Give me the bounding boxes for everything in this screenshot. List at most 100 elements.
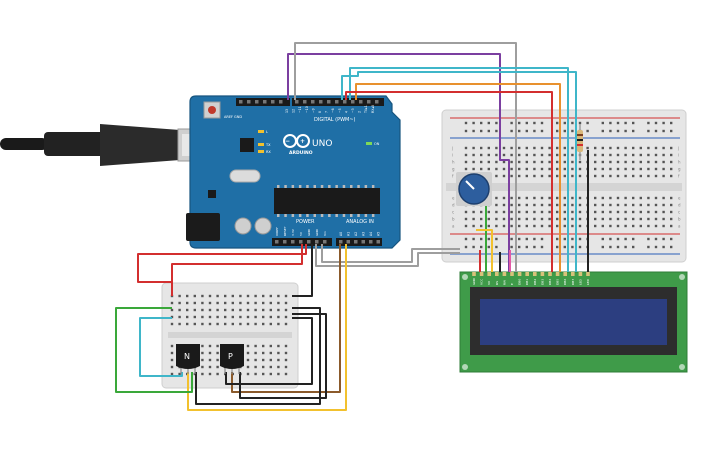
mini-breadboard-hole bbox=[277, 351, 280, 355]
lcd-pin[interactable] bbox=[510, 272, 514, 276]
breadboard-hole bbox=[518, 203, 521, 207]
rail-hole bbox=[624, 121, 627, 125]
breadboard-hole bbox=[632, 196, 635, 200]
mini-breadboard-hole bbox=[239, 294, 242, 298]
header-pin[interactable] bbox=[319, 100, 323, 104]
lcd-pin[interactable] bbox=[533, 272, 537, 276]
mini-breadboard-hole bbox=[231, 294, 234, 298]
breadboard-hole bbox=[654, 146, 658, 150]
mini-breadboard-hole bbox=[208, 308, 212, 312]
power-pin[interactable] bbox=[291, 240, 295, 244]
header-pin[interactable] bbox=[295, 100, 299, 104]
header-pin[interactable] bbox=[335, 100, 339, 104]
analog-pin[interactable] bbox=[361, 240, 366, 244]
power-pin[interactable] bbox=[323, 240, 327, 244]
breadboard-hole bbox=[616, 160, 620, 164]
breadboard-hole bbox=[654, 217, 658, 221]
breadboard-hole bbox=[624, 224, 627, 228]
breadboard-hole bbox=[609, 196, 612, 200]
breadboard-hole bbox=[563, 160, 566, 164]
power-pin[interactable] bbox=[299, 240, 303, 244]
power-pin[interactable] bbox=[283, 240, 287, 244]
breadboard-hole bbox=[639, 196, 642, 200]
power-pin[interactable] bbox=[315, 240, 319, 244]
breadboard-hole bbox=[502, 203, 506, 207]
rail-hole bbox=[654, 237, 658, 241]
lcd-pin[interactable] bbox=[487, 272, 491, 276]
breadboard-hole bbox=[548, 210, 551, 214]
chip-leg bbox=[313, 185, 316, 188]
lcd-pin[interactable] bbox=[479, 272, 484, 276]
breadboard-hole bbox=[525, 174, 528, 178]
analog-pin[interactable] bbox=[354, 240, 358, 244]
mini-breadboard-hole bbox=[216, 344, 219, 348]
row-letter: c bbox=[678, 210, 680, 215]
breadboard-hole bbox=[502, 153, 506, 157]
breadboard-hole bbox=[647, 160, 650, 164]
header-pin[interactable] bbox=[359, 100, 363, 104]
header-pin[interactable] bbox=[367, 100, 371, 104]
lcd-pin[interactable] bbox=[525, 272, 529, 276]
breadboard-hole bbox=[654, 167, 658, 171]
rail-hole bbox=[586, 121, 589, 125]
wire-black-gnd-mini bbox=[292, 244, 313, 297]
breadboard-hole bbox=[518, 146, 521, 150]
header-pin[interactable] bbox=[271, 100, 275, 104]
mini-breadboard-hole bbox=[216, 301, 219, 305]
header-pin[interactable] bbox=[303, 100, 307, 104]
lcd-pin[interactable] bbox=[571, 272, 575, 276]
breadboard-hole bbox=[578, 203, 582, 207]
analog-pin-label: A4 bbox=[369, 232, 373, 236]
header-pin[interactable] bbox=[327, 100, 331, 104]
breadboard-hole bbox=[495, 203, 498, 207]
mini-breadboard-hole bbox=[254, 358, 257, 362]
lcd-pin-label: DB1 bbox=[525, 279, 529, 285]
header-pin[interactable] bbox=[375, 100, 379, 104]
potentiometer[interactable] bbox=[456, 172, 492, 206]
header-pin[interactable] bbox=[343, 100, 347, 104]
breadboard-hole bbox=[662, 167, 665, 171]
lcd-pin[interactable] bbox=[495, 272, 499, 276]
lcd-pin[interactable] bbox=[586, 272, 590, 276]
chip-leg bbox=[284, 214, 287, 217]
header-pin[interactable] bbox=[263, 100, 267, 104]
rail-hole bbox=[487, 245, 490, 249]
lcd-pin[interactable] bbox=[540, 272, 545, 276]
lcd-pin[interactable] bbox=[472, 272, 476, 276]
breadboard-hole bbox=[654, 224, 658, 228]
analog-pin[interactable] bbox=[339, 240, 343, 244]
header-pin[interactable] bbox=[351, 100, 355, 104]
power-pin[interactable] bbox=[307, 240, 311, 244]
analog-label: ANALOG IN bbox=[346, 219, 374, 225]
lcd-pin[interactable] bbox=[563, 272, 567, 276]
header-pin[interactable] bbox=[247, 100, 251, 104]
breadboard-hole bbox=[518, 153, 521, 157]
lcd-pin[interactable] bbox=[502, 272, 507, 276]
mini-breadboard-hole bbox=[277, 294, 280, 298]
lcd-pin[interactable] bbox=[517, 272, 522, 276]
rail-hole bbox=[586, 129, 589, 133]
lcd-pin[interactable] bbox=[578, 272, 583, 276]
breadboard-hole bbox=[571, 146, 574, 150]
mini-breadboard-hole bbox=[193, 308, 196, 312]
analog-pin[interactable] bbox=[369, 240, 373, 244]
rail-hole bbox=[518, 237, 521, 241]
chip-leg bbox=[371, 214, 375, 217]
header-pin[interactable] bbox=[239, 100, 243, 104]
analog-pin[interactable] bbox=[376, 240, 381, 244]
header-pin[interactable] bbox=[279, 100, 283, 104]
header-pin[interactable] bbox=[255, 100, 259, 104]
lcd-pin[interactable] bbox=[548, 272, 552, 276]
analog-pin[interactable] bbox=[346, 240, 351, 244]
breadboard-hole bbox=[670, 153, 673, 157]
breadboard-hole bbox=[518, 167, 521, 171]
breadboard-hole bbox=[670, 174, 673, 178]
breadboard-hole bbox=[518, 174, 521, 178]
chip-leg bbox=[371, 185, 375, 188]
rail-hole bbox=[518, 121, 521, 125]
power-pin[interactable] bbox=[275, 240, 279, 244]
rail-hole bbox=[654, 129, 658, 133]
lcd-pin[interactable] bbox=[555, 272, 560, 276]
header-pin[interactable] bbox=[311, 100, 315, 104]
